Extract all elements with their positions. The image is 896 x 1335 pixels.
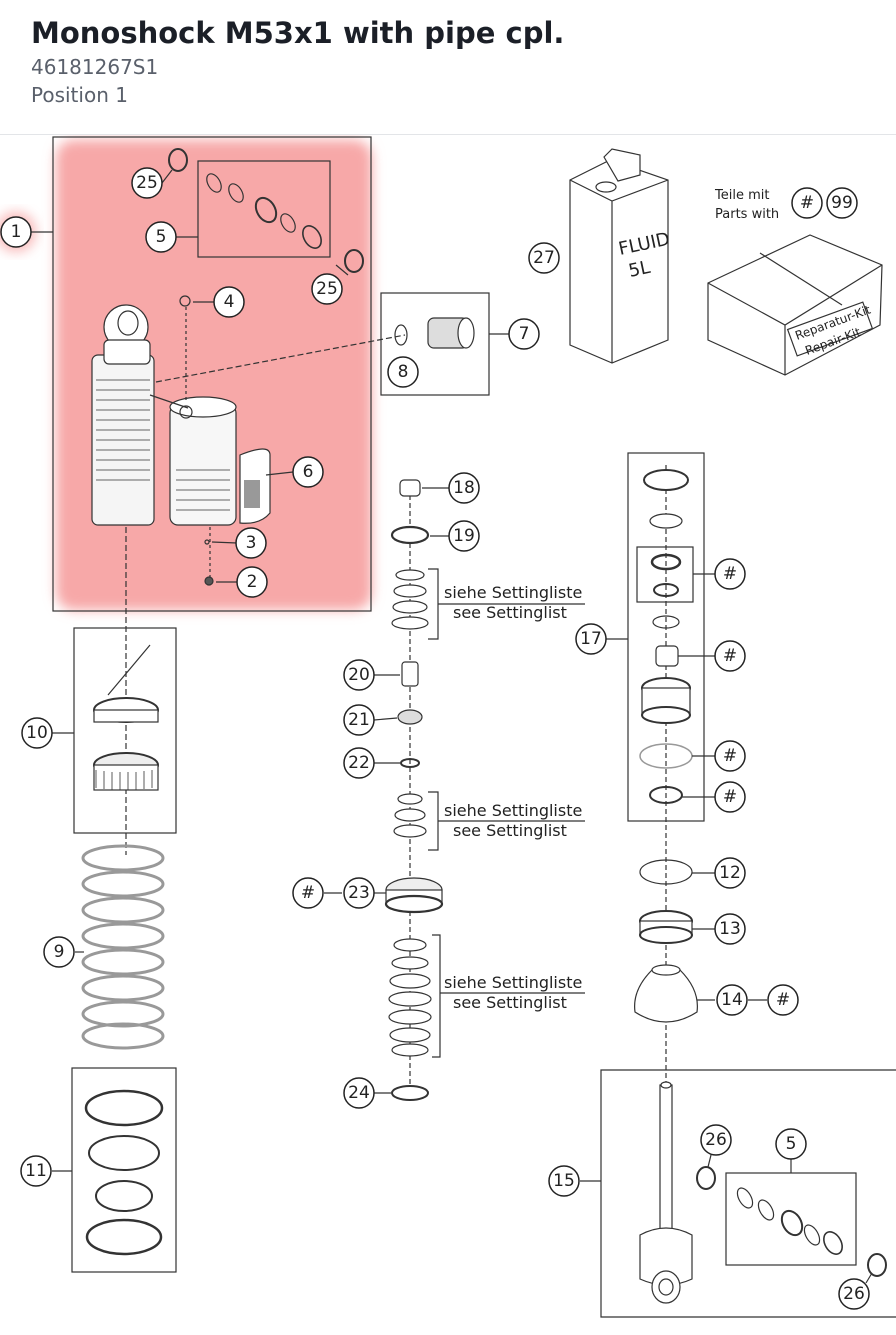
setting-label-en: see Settinglist bbox=[453, 603, 567, 622]
callout-5[interactable]: 5 bbox=[156, 227, 167, 247]
exploded-parts-diagram: 1 25 5 4 25 6 3 2 7 8 27 # 99 18 19 20 2… bbox=[0, 136, 896, 1318]
part-number: 46181267S1 bbox=[31, 55, 159, 79]
callout-11[interactable]: 11 bbox=[25, 1161, 47, 1181]
callout-hash-14[interactable]: # bbox=[776, 990, 790, 1010]
callout-hash-legend[interactable]: # bbox=[800, 193, 814, 213]
callout-22[interactable]: 22 bbox=[348, 753, 370, 773]
callout-18[interactable]: 18 bbox=[453, 478, 475, 498]
setting-label-de: siehe Settingliste bbox=[444, 801, 582, 820]
setting-label-de: siehe Settingliste bbox=[444, 583, 582, 602]
callout-hash-17a[interactable]: # bbox=[723, 564, 737, 584]
callout-99[interactable]: 99 bbox=[831, 193, 853, 213]
callout-hash-23[interactable]: # bbox=[301, 883, 315, 903]
callout-26[interactable]: 26 bbox=[705, 1130, 727, 1150]
callout-12[interactable]: 12 bbox=[719, 863, 741, 883]
position-label: Position 1 bbox=[31, 83, 128, 107]
setting-label-en: see Settinglist bbox=[453, 993, 567, 1012]
callout-25[interactable]: 25 bbox=[316, 279, 338, 299]
callout-27[interactable]: 27 bbox=[533, 248, 555, 268]
callout-6[interactable]: 6 bbox=[303, 462, 314, 482]
callout-26[interactable]: 26 bbox=[843, 1284, 865, 1304]
callout-2[interactable]: 2 bbox=[247, 572, 258, 592]
legend-teile-mit: Teile mit bbox=[714, 188, 769, 203]
legend-parts-with: Parts with bbox=[715, 207, 779, 222]
callout-19[interactable]: 19 bbox=[453, 526, 475, 546]
callout-9[interactable]: 9 bbox=[54, 942, 65, 962]
callout-hash-17b[interactable]: # bbox=[723, 646, 737, 666]
callout-15[interactable]: 15 bbox=[553, 1171, 575, 1191]
fluid-can-volume: 5L bbox=[627, 257, 652, 282]
page-title: Monoshock M53x1 with pipe cpl. bbox=[31, 16, 565, 50]
setting-label-en: see Settinglist bbox=[453, 821, 567, 840]
callout-3[interactable]: 3 bbox=[246, 533, 257, 553]
callout-20[interactable]: 20 bbox=[348, 665, 370, 685]
callout-hash-17d[interactable]: # bbox=[723, 787, 737, 807]
callout-13[interactable]: 13 bbox=[719, 919, 741, 939]
callout-7[interactable]: 7 bbox=[519, 324, 530, 344]
callout-23[interactable]: 23 bbox=[348, 883, 370, 903]
callout-21[interactable]: 21 bbox=[348, 710, 370, 730]
callout-25[interactable]: 25 bbox=[136, 173, 158, 193]
callout-5[interactable]: 5 bbox=[786, 1134, 797, 1154]
setting-label-de: siehe Settingliste bbox=[444, 973, 582, 992]
callout-4[interactable]: 4 bbox=[224, 292, 235, 312]
callout-8[interactable]: 8 bbox=[398, 362, 409, 382]
page-header: Monoshock M53x1 with pipe cpl. 46181267S… bbox=[0, 0, 896, 135]
callout-10[interactable]: 10 bbox=[26, 723, 48, 743]
callout-hash-17c[interactable]: # bbox=[723, 746, 737, 766]
assembly-1-frame bbox=[52, 136, 372, 612]
callout-17[interactable]: 17 bbox=[580, 629, 602, 649]
callout-14[interactable]: 14 bbox=[721, 990, 743, 1010]
callout-24[interactable]: 24 bbox=[348, 1083, 370, 1103]
callout-1[interactable]: 1 bbox=[11, 222, 22, 242]
